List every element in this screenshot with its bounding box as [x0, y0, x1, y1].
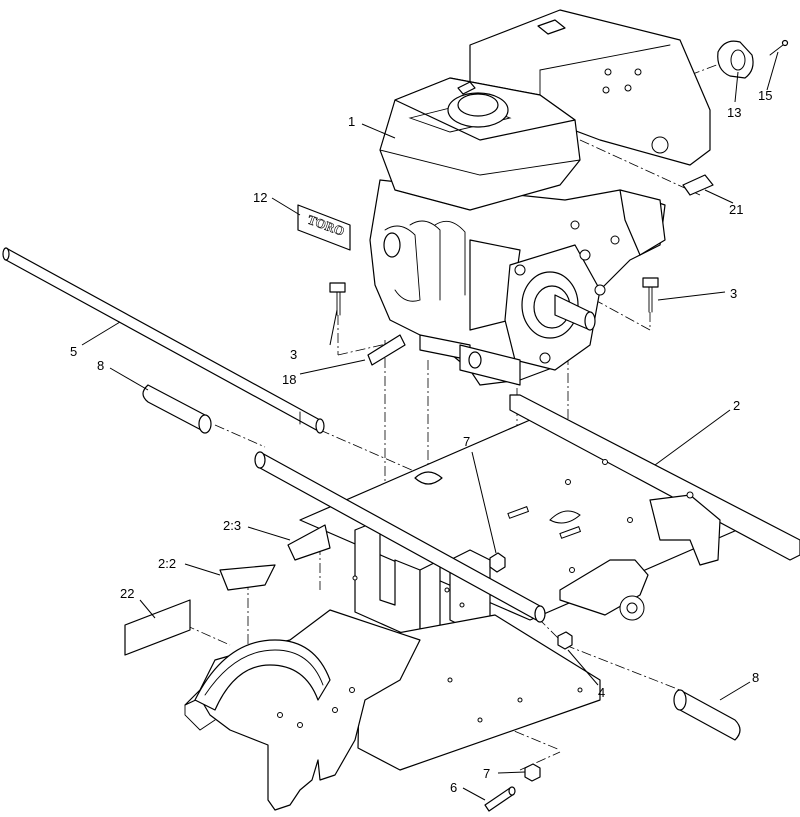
belt-cover: [194, 639, 331, 711]
nut-part-7-upper: [489, 552, 506, 573]
callout-7-lower: 7: [483, 766, 490, 781]
callout-2-3: 2:3: [223, 518, 241, 533]
callout-5: 5: [70, 344, 77, 359]
callout-12: 12: [253, 190, 267, 205]
decal-2-3: [287, 524, 331, 561]
bolt-part-3-right: [642, 277, 659, 313]
bolt-part-3-left: [329, 282, 346, 316]
callout-2: 2: [733, 398, 740, 413]
callout-8-upper: 8: [97, 358, 104, 373]
callout-6: 6: [450, 780, 457, 795]
decal-22: [124, 599, 191, 656]
callout-22: 22: [120, 586, 134, 601]
leader-lines: [81, 51, 779, 801]
grip-upper: [142, 384, 212, 434]
decal-2-2: [219, 564, 276, 591]
callout-15: 15: [758, 88, 772, 103]
pin-part-6: [484, 786, 516, 812]
callout-8-lower: 8: [752, 670, 759, 685]
callout-labels: 1 2 3 3 4 5 6 7 7 8 8 12 13 15 18 21 22 …: [70, 88, 772, 795]
callout-21: 21: [729, 202, 743, 217]
decal-21: [682, 174, 714, 196]
callout-3-right: 3: [730, 286, 737, 301]
callout-13: 13: [727, 105, 741, 120]
pin-part-15: [769, 39, 789, 56]
lower-pan: [357, 614, 601, 771]
nut-part-7-lower: [524, 763, 541, 782]
callout-1: 1: [348, 114, 355, 129]
handle-tube: [254, 451, 546, 623]
grip-lower: [673, 689, 741, 741]
callout-4: 4: [598, 685, 605, 700]
engine-part-1: [369, 9, 711, 386]
callout-7-upper: 7: [463, 434, 470, 449]
callout-18: 18: [282, 372, 296, 387]
nut-part-4: [557, 631, 573, 650]
callout-3-left: 3: [290, 347, 297, 362]
bearing-flange-part-13: [717, 40, 754, 79]
shaft-part-5: [2, 247, 325, 434]
decal-18: [367, 334, 406, 366]
callout-2-2: 2:2: [158, 556, 176, 571]
decal-12-logo: TORO: [297, 204, 351, 251]
